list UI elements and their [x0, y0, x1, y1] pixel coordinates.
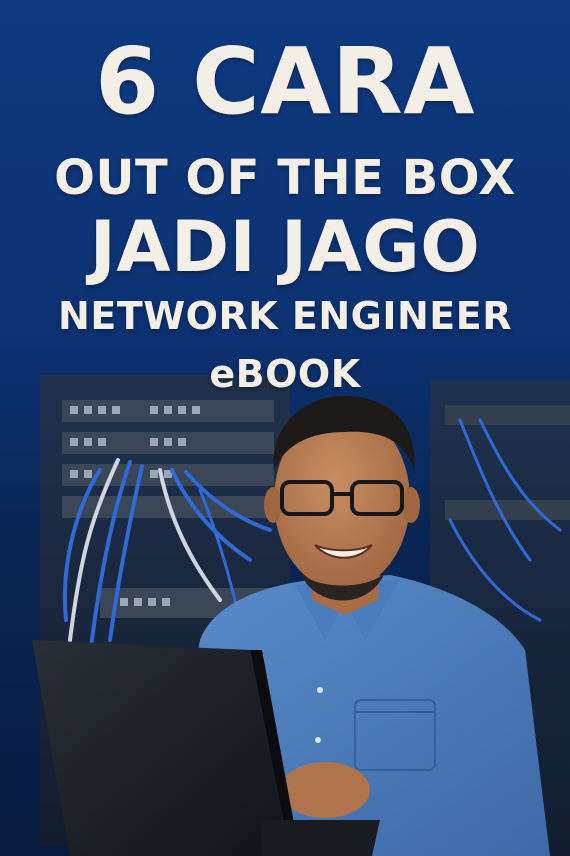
title-line-3: JADI JAGO: [89, 206, 481, 288]
ebook-label: eBOOK: [209, 352, 361, 396]
laptop: [32, 640, 380, 856]
network-cables: [62, 418, 562, 702]
title-line-2: OUT OF THE BOX: [54, 150, 516, 206]
title-line-4: NETWORK ENGINEER: [58, 294, 512, 338]
title-line-1: 6 CARA: [95, 28, 475, 135]
